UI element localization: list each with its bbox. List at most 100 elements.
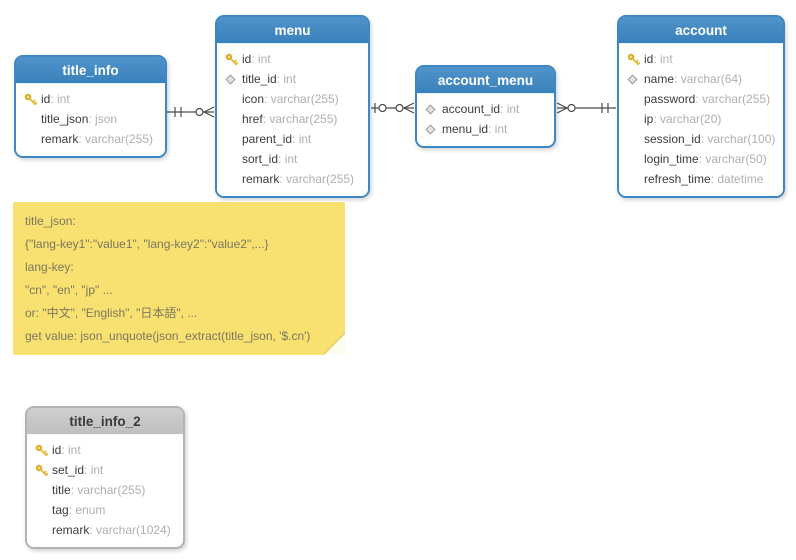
note-line: get value: json_unquote(json_extract(tit… [25,329,311,343]
column-name: title_id [242,72,277,86]
column-type: varchar(255) [71,483,145,497]
primary-key-icon [35,464,52,477]
table-column-list: idintset_idinttitlevarchar(255)tagenumre… [27,435,183,547]
column-menu-icon[interactable]: iconvarchar(255) [225,89,362,109]
column-type: varchar(255) [695,92,770,106]
column-name: ip [644,112,654,126]
column-name: set_id [52,463,85,477]
column-name: href [242,112,263,126]
column-type: int [277,72,296,86]
note-line: "cn", "en", "jp" ... [25,283,113,297]
note-line: title_json: [25,214,76,228]
column-type: varchar(20) [653,112,721,126]
column-account-login_time[interactable]: login_timevarchar(50) [627,149,777,169]
column-name: parent_id [242,132,293,146]
column-title_info_2-id[interactable]: idint [35,440,177,460]
primary-key-icon [35,444,52,457]
column-name: title [52,483,71,497]
column-type: int [251,52,271,66]
column-account-refresh_time[interactable]: refresh_timedatetime [627,169,777,189]
column-menu-sort_id[interactable]: sort_idint [225,149,362,169]
column-menu-title_id[interactable]: title_idint [225,69,362,89]
column-menu-href[interactable]: hrefvarchar(255) [225,109,362,129]
primary-key-icon [225,53,242,66]
column-title_info_2-title[interactable]: titlevarchar(255) [35,480,177,500]
column-menu-remark[interactable]: remarkvarchar(255) [225,169,362,189]
primary-key-icon [627,53,644,66]
relationship-title_info-menu[interactable] [167,106,215,118]
column-name: id [242,52,252,66]
column-type: int [50,92,70,106]
column-name: sort_id [242,152,279,166]
column-account-password[interactable]: passwordvarchar(255) [627,89,777,109]
column-name: tag [52,503,69,517]
column-name: name [644,72,675,86]
column-type: int [61,443,81,457]
table-title-title_info_2[interactable]: title_info_2 [27,408,183,435]
column-type: varchar(50) [699,152,766,166]
column-type: varchar(100) [701,132,775,146]
table-title-title_info[interactable]: title_info [16,57,165,84]
index-diamond-icon [425,103,442,115]
table-column-list: account_idintmenu_idint [417,94,554,146]
table-title-menu[interactable]: menu [217,17,368,44]
column-type: int [653,52,673,66]
column-type: datetime [711,172,763,186]
column-type: enum [69,503,105,517]
relationship-account_menu-account[interactable] [556,102,616,114]
column-name: id [41,92,51,106]
column-type: int [278,152,298,166]
column-name: refresh_time [644,172,711,186]
column-type: varchar(255) [264,92,339,106]
table-menu[interactable]: menuidinttitle_idinticonvarchar(255)href… [215,15,370,198]
column-account-name[interactable]: namevarchar(64) [627,69,777,89]
table-account[interactable]: accountidintnamevarchar(64)passwordvarch… [617,15,785,198]
table-column-list: idintnamevarchar(64)passwordvarchar(255)… [619,44,783,196]
column-title_info-remark[interactable]: remarkvarchar(255) [24,129,159,149]
column-account_menu-account_id[interactable]: account_idint [425,99,548,119]
column-name: title_json [41,112,89,126]
column-account-ip[interactable]: ipvarchar(20) [627,109,777,129]
column-type: int [488,122,508,136]
column-type: int [84,463,104,477]
column-type: json [88,112,117,126]
relationship-menu-account_menu[interactable] [371,102,415,114]
table-title_info[interactable]: title_infoidinttitle_jsonjsonremarkvarch… [14,55,167,158]
table-title-account[interactable]: account [619,17,783,44]
table-title-account_menu[interactable]: account_menu [417,67,554,94]
table-title_info_2[interactable]: title_info_2idintset_idinttitlevarchar(2… [25,406,185,549]
column-type: varchar(1024) [89,523,171,537]
column-title_info-title_json[interactable]: title_jsonjson [24,109,159,129]
column-account-session_id[interactable]: session_idvarchar(100) [627,129,777,149]
column-name: account_id [442,102,501,116]
column-account_menu-menu_id[interactable]: menu_idint [425,119,548,139]
column-name: id [644,52,654,66]
index-diamond-icon [627,73,644,85]
primary-key-icon [24,93,41,106]
column-name: id [52,443,62,457]
note-line: {"lang-key1":"value1", "lang-key2":"valu… [25,237,269,251]
column-name: icon [242,92,265,106]
index-diamond-icon [225,73,242,85]
column-name: password [644,92,696,106]
note-folded-corner [322,332,346,356]
column-account-id[interactable]: idint [627,49,777,69]
column-name: session_id [644,132,701,146]
sticky-note[interactable]: title_json: {"lang-key1":"value1", "lang-… [13,202,346,356]
table-column-list: idinttitle_jsonjsonremarkvarchar(255) [16,84,165,156]
index-diamond-icon [425,123,442,135]
column-menu-id[interactable]: idint [225,49,362,69]
column-title_info_2-tag[interactable]: tagenum [35,500,177,520]
column-menu-parent_id[interactable]: parent_idint [225,129,362,149]
column-name: remark [52,523,90,537]
column-type: varchar(255) [78,132,153,146]
column-title_info-id[interactable]: idint [24,89,159,109]
column-title_info_2-remark[interactable]: remarkvarchar(1024) [35,520,177,540]
column-type: varchar(64) [674,72,742,86]
column-type: int [292,132,312,146]
column-title_info_2-set_id[interactable]: set_idint [35,460,177,480]
column-name: remark [41,132,79,146]
